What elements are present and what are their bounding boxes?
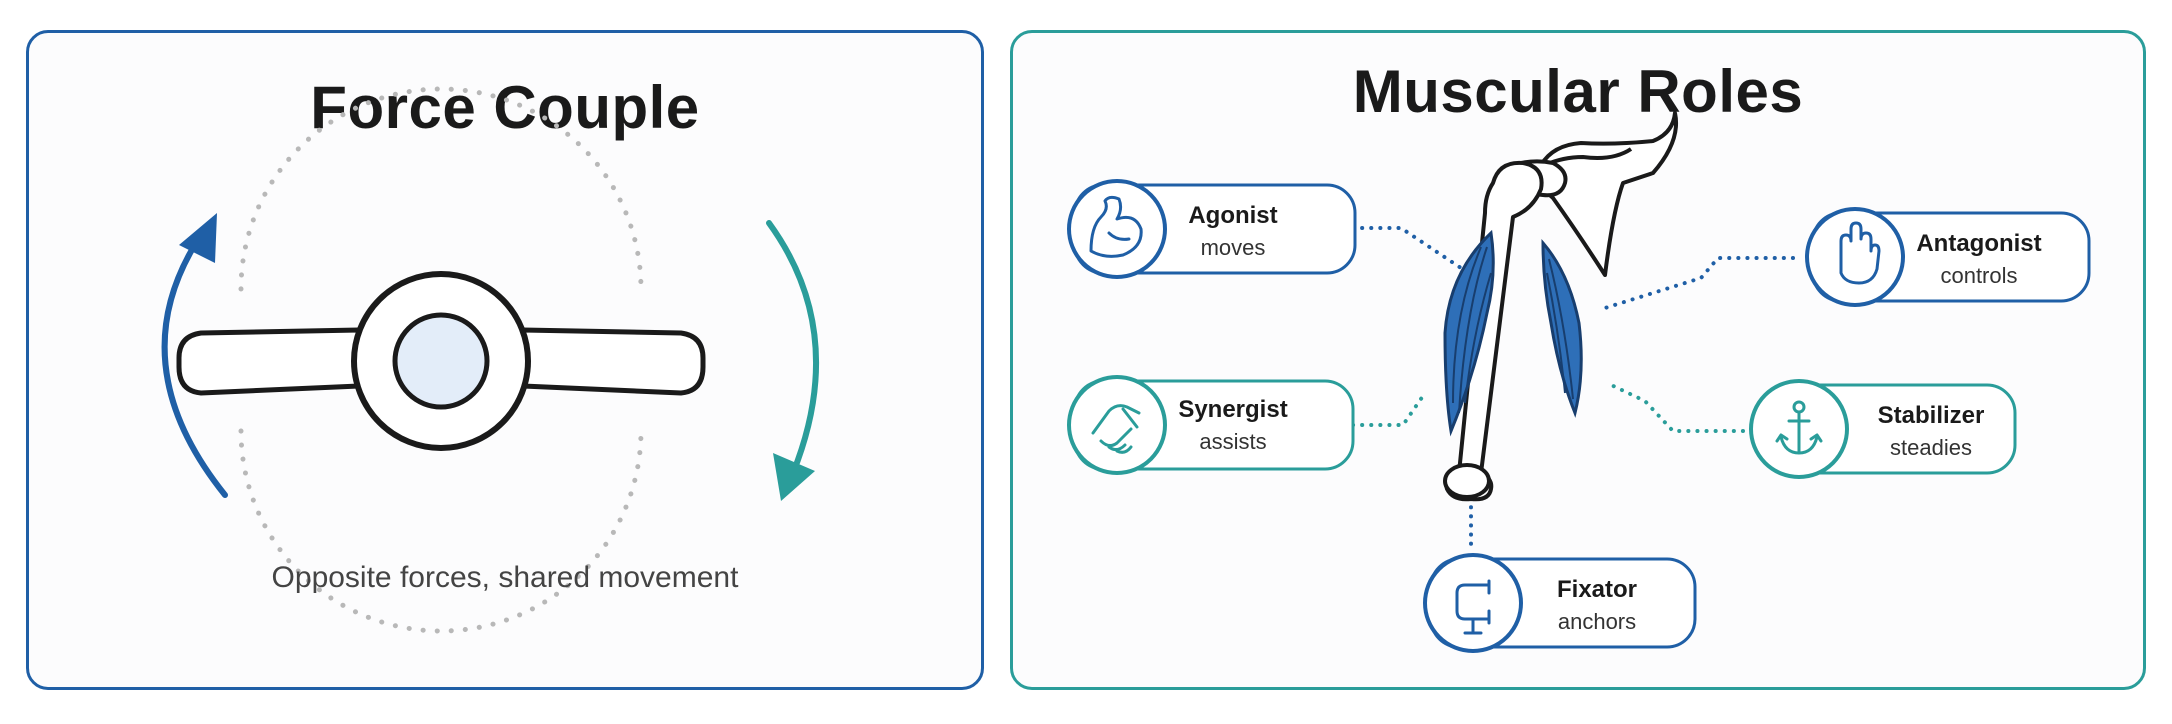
muscle-left xyxy=(1443,229,1495,437)
role-synergist-label: Synergist xyxy=(1178,396,1287,423)
clamp-icon xyxy=(1455,579,1491,635)
muscular-roles-panel: Muscular Roles xyxy=(1010,30,2146,690)
role-synergist: Synergist assists xyxy=(1067,375,1355,475)
role-antagonist-badge xyxy=(1805,207,1905,307)
anchor-icon xyxy=(1775,400,1823,455)
role-fixator: Fixator anchors xyxy=(1423,553,1697,653)
handshake-icon xyxy=(1091,404,1141,454)
flexed-arm-icon xyxy=(1089,195,1143,258)
role-fixator-badge xyxy=(1423,553,1523,653)
hand-stop-icon xyxy=(1839,221,1881,285)
connector-antagonist xyxy=(1603,256,1795,310)
role-fixator-sub: anchors xyxy=(1558,609,1636,634)
role-synergist-badge xyxy=(1067,375,1167,475)
connector-stabilizer xyxy=(1605,381,1745,433)
force-couple-diagram xyxy=(161,86,820,634)
connector-synergist xyxy=(1351,391,1427,427)
humerus-bone xyxy=(1443,160,1544,502)
role-stabilizer: Stabilizer steadies xyxy=(1749,379,2017,479)
force-couple-caption: Opposite forces, shared movement xyxy=(271,561,739,594)
role-antagonist-label: Antagonist xyxy=(1916,230,2041,257)
force-couple-title: Force Couple xyxy=(310,74,700,141)
muscular-roles-title: Muscular Roles xyxy=(1352,58,1804,125)
role-agonist-label: Agonist xyxy=(1188,202,1277,229)
role-stabilizer-sub: steadies xyxy=(1890,435,1972,460)
connector-agonist xyxy=(1351,226,1463,270)
lever-bar xyxy=(176,327,706,396)
dotted-arc-top xyxy=(238,86,644,292)
role-agonist-sub: moves xyxy=(1201,235,1266,260)
role-synergist-sub: assists xyxy=(1199,429,1266,454)
role-antagonist: Antagonist controls xyxy=(1805,207,2091,307)
role-agonist-badge xyxy=(1067,179,1167,279)
right-force-arrow xyxy=(766,220,820,476)
left-force-arrow xyxy=(161,235,228,498)
role-stabilizer-label: Stabilizer xyxy=(1878,402,1985,429)
role-antagonist-sub: controls xyxy=(1940,263,2017,288)
muscle-right xyxy=(1541,238,1583,418)
left-arrow-head xyxy=(179,213,217,263)
dotted-arc-bottom xyxy=(238,428,644,634)
joint-inner-circle xyxy=(392,312,490,410)
right-arrow-head xyxy=(773,453,815,501)
muscular-roles-diagram: Agonist moves Antagonist controls xyxy=(1067,111,2091,653)
role-agonist: Agonist moves xyxy=(1067,179,1357,279)
force-couple-panel: Force Couple Opposite forces, shared mov… xyxy=(26,30,984,690)
role-fixator-label: Fixator xyxy=(1557,576,1637,603)
